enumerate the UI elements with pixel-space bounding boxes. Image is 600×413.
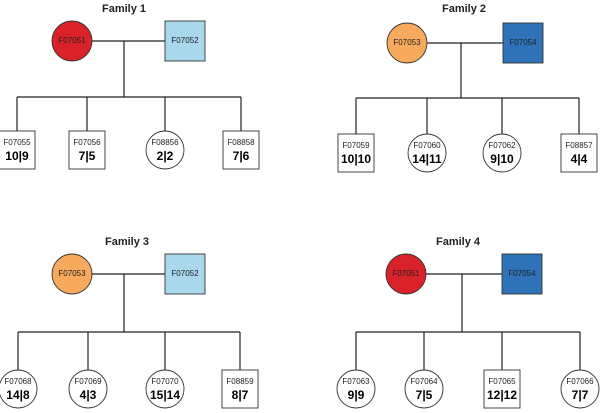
male-symbol xyxy=(502,22,544,64)
male-symbol xyxy=(68,130,106,170)
parent-id: F07051 xyxy=(392,269,420,278)
child-score: 14|11 xyxy=(412,152,442,166)
child-node: F07060 14|11 xyxy=(407,133,447,173)
child-node: F08859 8|7 xyxy=(221,369,259,409)
child-node: F07056 7|5 xyxy=(68,130,106,170)
child-id: F08859 xyxy=(226,377,254,386)
female-symbol xyxy=(51,20,93,62)
child-score: 4|3 xyxy=(80,388,97,402)
parent-id: F07053 xyxy=(393,38,421,47)
female-symbol xyxy=(51,253,93,295)
male-symbol xyxy=(483,369,521,409)
family-title: Family 4 xyxy=(436,236,481,248)
male-symbol xyxy=(164,253,206,295)
child-node: F07070 15|14 xyxy=(145,369,185,409)
child-score: 9|9 xyxy=(348,388,365,402)
child-score: 9|10 xyxy=(490,152,514,166)
family-title: Family 2 xyxy=(442,3,486,15)
family-title: Family 1 xyxy=(102,3,146,15)
female-symbol xyxy=(385,253,427,295)
female-symbol xyxy=(404,369,444,409)
female-symbol xyxy=(68,369,108,409)
parent-id: F07054 xyxy=(508,269,536,278)
child-score: 10|9 xyxy=(5,149,29,163)
child-node: F07066 7|7 xyxy=(560,369,600,409)
child-id: F08856 xyxy=(151,138,179,147)
male-symbol xyxy=(501,253,543,295)
male-symbol xyxy=(221,369,259,409)
female-symbol xyxy=(407,133,447,173)
child-score: 10|10 xyxy=(341,152,371,166)
male-symbol xyxy=(337,133,375,173)
child-id: F07059 xyxy=(342,141,370,150)
child-node: F07055 10|9 xyxy=(0,130,36,170)
child-score: 8|7 xyxy=(232,388,249,402)
child-node: F07065 12|12 xyxy=(483,369,521,409)
child-id: F07063 xyxy=(342,377,370,386)
child-node: F08857 4|4 xyxy=(560,133,598,173)
female-symbol xyxy=(145,130,185,170)
male-symbol xyxy=(0,130,36,170)
child-id: F07069 xyxy=(74,377,102,386)
male-symbol xyxy=(560,133,598,173)
parent-id: F07053 xyxy=(58,269,86,278)
child-node: F08856 2|2 xyxy=(145,130,185,170)
child-id: F07068 xyxy=(4,377,32,386)
parent-id: F07051 xyxy=(58,36,86,45)
mother-node: F07053 xyxy=(51,253,93,295)
female-symbol xyxy=(336,369,376,409)
father-node: F07052 xyxy=(164,253,206,295)
child-score: 4|4 xyxy=(571,152,588,166)
child-id: F07056 xyxy=(73,138,101,147)
child-id: F07055 xyxy=(3,138,31,147)
child-id: F08858 xyxy=(227,138,255,147)
child-score: 15|14 xyxy=(150,388,180,402)
male-symbol xyxy=(222,130,260,170)
mother-node: F07053 xyxy=(386,22,428,64)
child-score: 12|12 xyxy=(487,388,517,402)
parent-id: F07054 xyxy=(509,38,537,47)
child-node: F07069 4|3 xyxy=(68,369,108,409)
female-symbol xyxy=(145,369,185,409)
child-id: F07060 xyxy=(413,141,441,150)
father-node: F07054 xyxy=(502,22,544,64)
child-id: F07062 xyxy=(488,141,516,150)
mother-node: F07051 xyxy=(385,253,427,295)
male-symbol xyxy=(164,20,206,62)
child-id: F07064 xyxy=(410,377,438,386)
child-node: F07064 7|5 xyxy=(404,369,444,409)
child-score: 7|6 xyxy=(233,149,250,163)
child-id: F07066 xyxy=(566,377,594,386)
child-id: F07065 xyxy=(488,377,516,386)
child-node: F07063 9|9 xyxy=(336,369,376,409)
family-title: Family 3 xyxy=(105,236,149,248)
child-node: F07068 14|8 xyxy=(0,369,38,409)
female-symbol xyxy=(386,22,428,64)
female-symbol xyxy=(0,369,38,409)
child-node: F08858 7|6 xyxy=(222,130,260,170)
mother-node: F07051 xyxy=(51,20,93,62)
child-score: 7|7 xyxy=(572,388,589,402)
child-node: F07062 9|10 xyxy=(482,133,522,173)
child-node: F07059 10|10 xyxy=(337,133,375,173)
female-symbol xyxy=(560,369,600,409)
child-score: 7|5 xyxy=(79,149,96,163)
father-node: F07052 xyxy=(164,20,206,62)
child-id: F07070 xyxy=(151,377,179,386)
father-node: F07054 xyxy=(501,253,543,295)
child-score: 7|5 xyxy=(416,388,433,402)
parent-id: F07052 xyxy=(171,269,199,278)
child-id: F08857 xyxy=(565,141,593,150)
child-score: 2|2 xyxy=(157,149,174,163)
child-score: 14|8 xyxy=(6,388,30,402)
parent-id: F07052 xyxy=(171,36,199,45)
female-symbol xyxy=(482,133,522,173)
